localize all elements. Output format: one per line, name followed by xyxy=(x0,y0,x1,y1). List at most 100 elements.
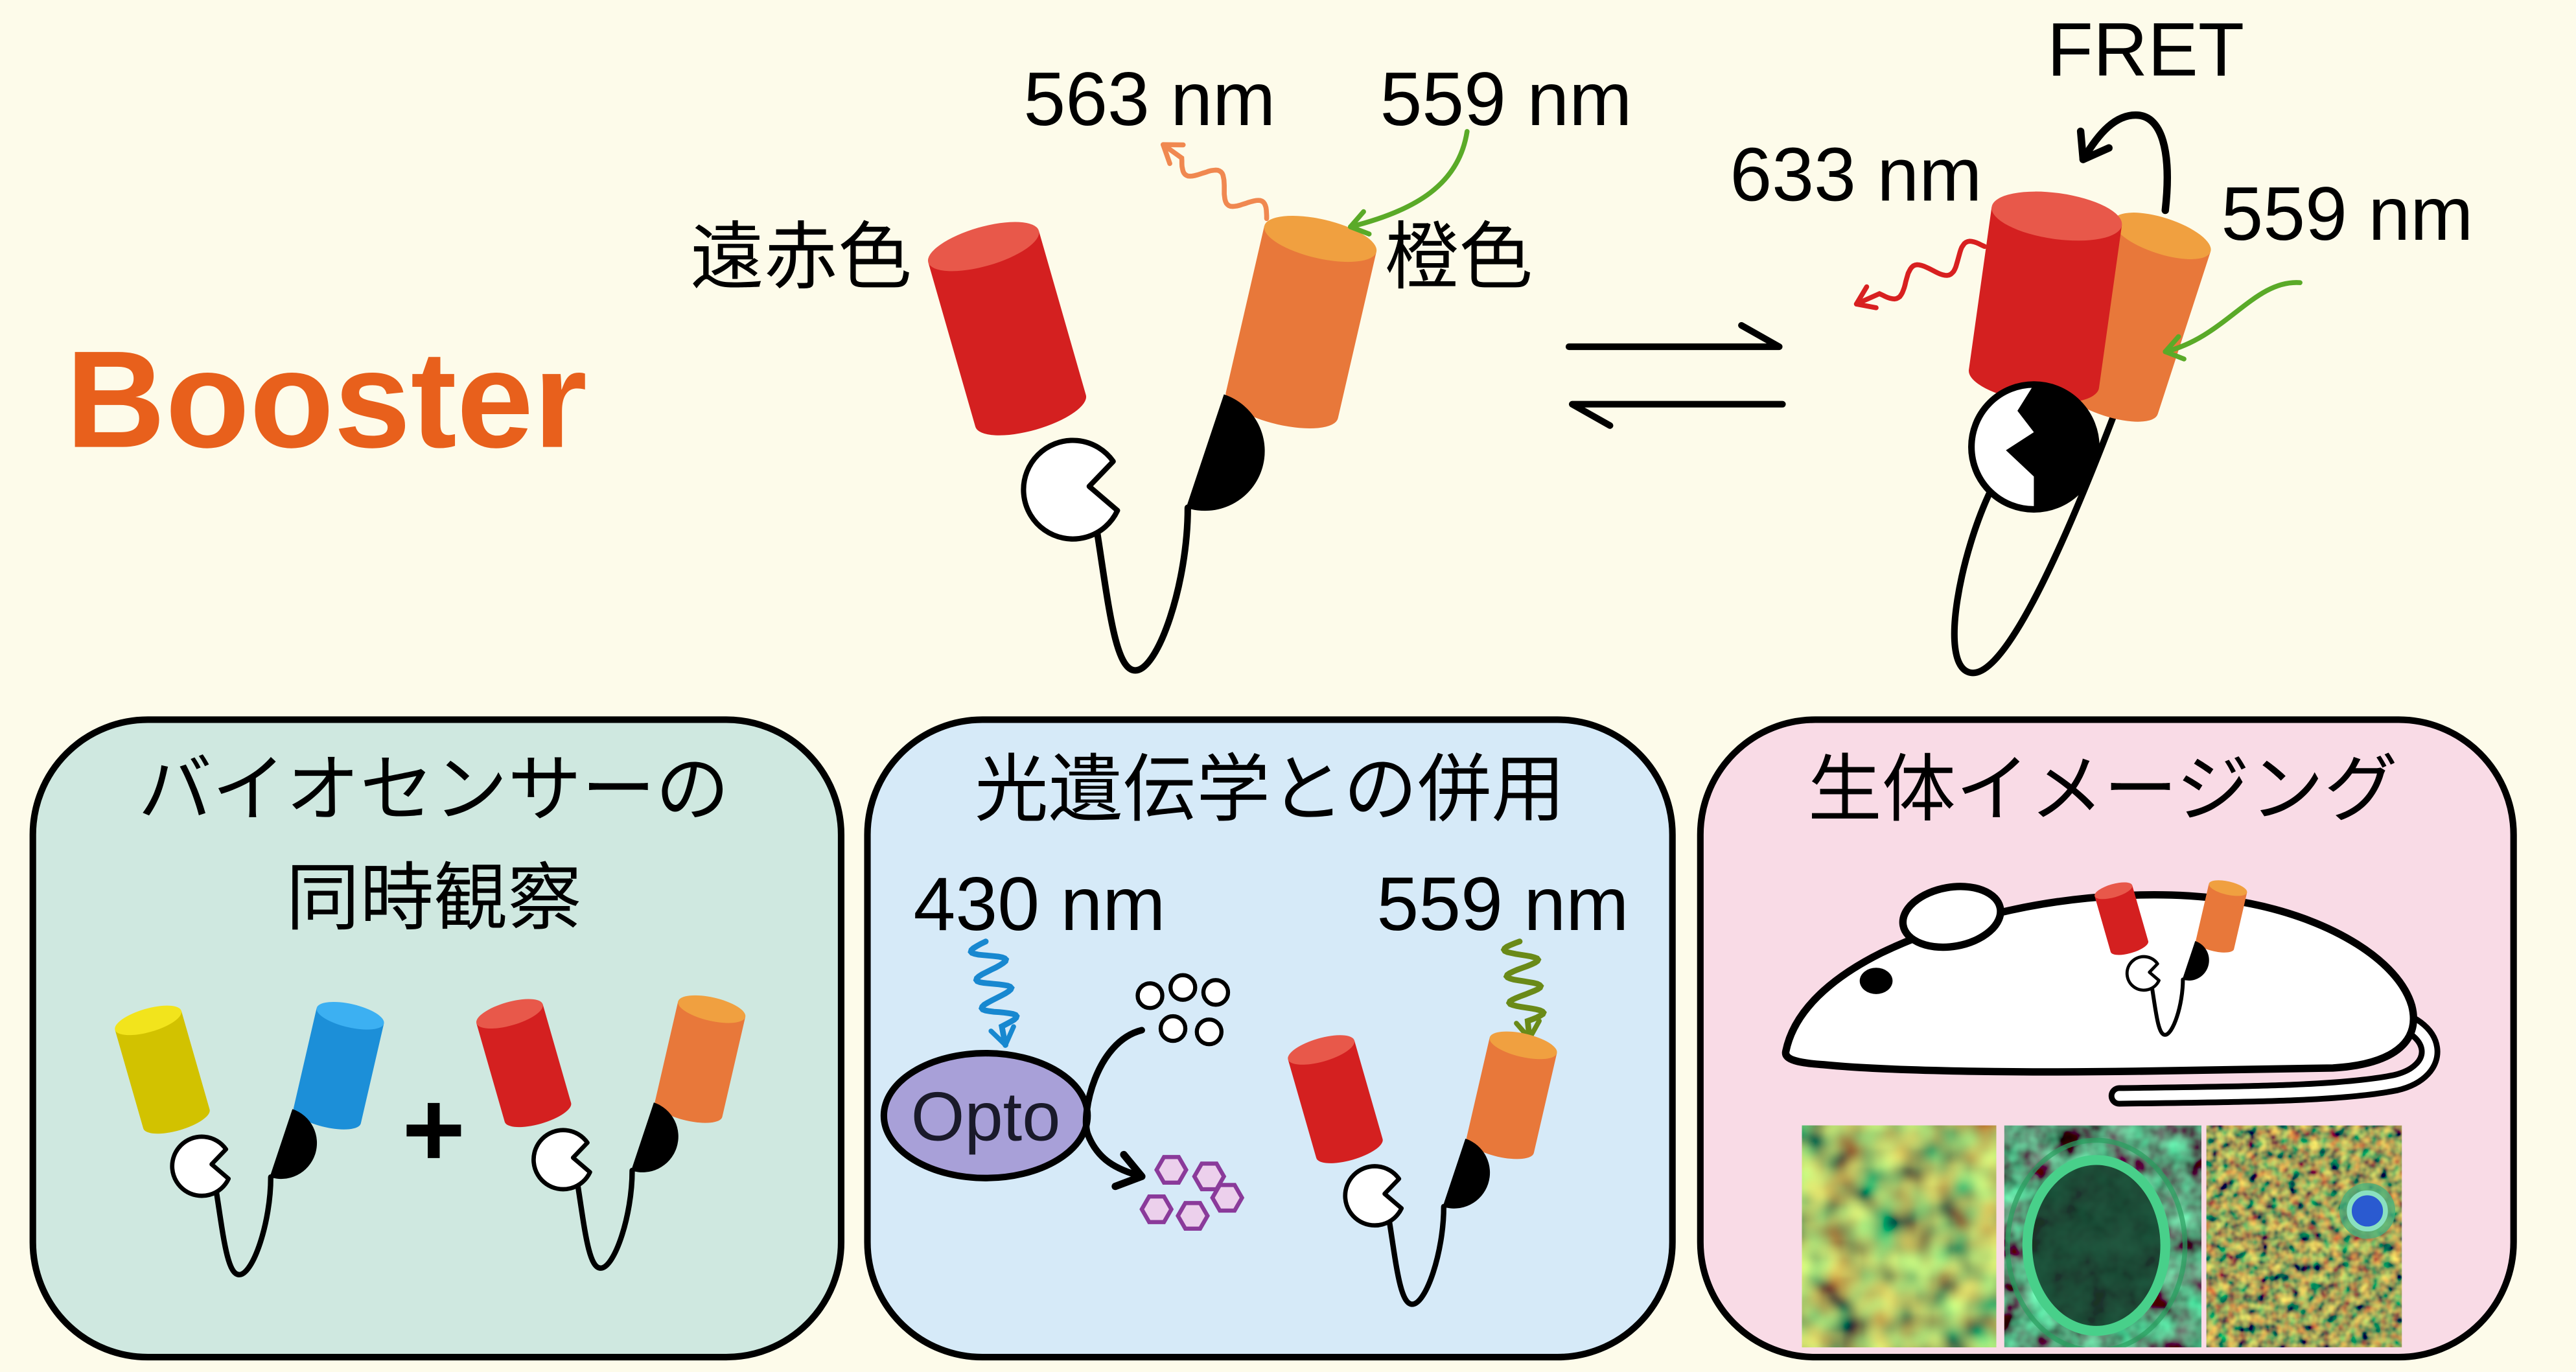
product-hexagon xyxy=(1139,1194,1174,1224)
black-binding-domain xyxy=(2006,384,2096,509)
green-excitation-arrow xyxy=(2163,280,2303,362)
tissue-lumen xyxy=(2030,1163,2163,1328)
left-fluorophore xyxy=(476,999,572,1128)
cylinder-top xyxy=(1991,191,2122,241)
cylinder-body xyxy=(115,1010,210,1134)
linker-loop xyxy=(1386,1203,1447,1307)
olive-light-arrow xyxy=(1500,938,1547,1041)
yellow-blue-sensor xyxy=(115,1001,384,1278)
linker-loop xyxy=(213,1174,273,1278)
product-molecules xyxy=(1139,1155,1245,1231)
black-binding-domain xyxy=(631,1102,679,1172)
black-binding-domain xyxy=(270,1109,318,1180)
white-binding-domain xyxy=(531,1128,592,1192)
blue-cell xyxy=(2347,1190,2388,1232)
cylinder-top xyxy=(2113,213,2211,259)
white-binding-domain xyxy=(170,1134,231,1198)
fret-arrow xyxy=(2076,111,2171,215)
cylinder-body xyxy=(476,1004,572,1128)
right-fluorophore xyxy=(293,1001,384,1130)
red-orange-sensor xyxy=(476,995,746,1271)
tissue-ring xyxy=(2022,1155,2170,1336)
substrate-circle xyxy=(1158,1014,1188,1043)
cylinder-top xyxy=(678,995,746,1023)
linker-loop xyxy=(1951,399,2122,677)
product-hexagon xyxy=(1210,1183,1245,1213)
excitation-wavelength-label: 559 nm xyxy=(2221,171,2473,256)
cylinder-body xyxy=(655,1001,746,1123)
cylinder-body xyxy=(2196,883,2247,953)
cylinder-body xyxy=(928,230,1087,436)
cylinder-top xyxy=(2209,880,2247,896)
panel-title: 生体イメージング xyxy=(1808,747,2398,833)
linker-loop xyxy=(2150,977,2185,1037)
far-red-fluorophore xyxy=(1969,191,2122,404)
linker-loop xyxy=(575,1167,635,1271)
substrate-circle xyxy=(1194,1017,1224,1047)
blue-light-arrow xyxy=(968,938,1020,1048)
green-excitation-arrow xyxy=(1348,129,1470,237)
excitation-wavelength-label: 559 nm xyxy=(1376,861,1629,946)
mouse-tail xyxy=(2114,1010,2435,1101)
cylinder-top xyxy=(2094,882,2133,900)
cylinder-top xyxy=(1288,1035,1355,1065)
fret-label: FRET xyxy=(2047,7,2244,92)
panel-title: 光遺伝学との併用 xyxy=(975,747,1565,833)
panel-background xyxy=(29,716,845,1361)
cylinder-body xyxy=(2094,885,2149,955)
fret-state: FRET 633 nm 559 nm xyxy=(1730,7,2473,677)
cylinder-top xyxy=(1489,1031,1557,1060)
orange-emission-arrow xyxy=(1161,142,1270,222)
conversion-arrow xyxy=(1082,1027,1146,1191)
mouse-illustration xyxy=(1781,880,2441,1107)
reverse-arrow xyxy=(1568,401,1786,429)
white-binding-domain xyxy=(2125,955,2161,992)
substrate-circle xyxy=(1168,973,1198,1002)
panel-title-line-1: バイオセンサーの xyxy=(138,747,730,833)
cylinder-top xyxy=(316,1001,384,1030)
panel-title-line-2: 同時観察 xyxy=(286,855,581,941)
substrate-molecules xyxy=(1135,973,1231,1047)
product-hexagon xyxy=(1154,1155,1189,1185)
mouse-ear xyxy=(1899,883,2004,951)
black-binding-domain xyxy=(2182,940,2209,981)
blue-light-label: 430 nm xyxy=(914,861,1166,946)
equilibrium-arrows xyxy=(1565,321,1786,429)
black-binding-domain xyxy=(1443,1138,1491,1209)
biosensor-panel: バイオセンサーの 同時観察 + xyxy=(29,716,845,1361)
microscopy-images xyxy=(1802,1125,2402,1347)
substrate-circle xyxy=(1201,978,1231,1007)
booster-title: Booster xyxy=(65,323,587,477)
tissue-texture xyxy=(1802,1125,1997,1347)
far-red-label: 遠赤色 xyxy=(690,214,912,300)
cylinder-body xyxy=(1288,1040,1383,1163)
open-state: 563 nm 559 nm 遠赤色 橙色 xyxy=(690,56,1632,674)
product-hexagon xyxy=(1175,1201,1210,1231)
white-binding-domain xyxy=(1021,437,1120,542)
black-binding-domain xyxy=(1186,394,1265,511)
optogenetics-panel: 光遺伝学との併用 430 nm 559 nm Opto xyxy=(864,716,1676,1361)
red-emission-arrow xyxy=(1853,238,1988,310)
linker-loop xyxy=(1094,504,1191,674)
substrate-circle xyxy=(1135,981,1165,1010)
forward-arrow xyxy=(1565,321,1783,351)
cylinder-body xyxy=(1225,226,1376,428)
cylinder-top xyxy=(476,999,543,1029)
mouse-eye xyxy=(1859,968,1893,994)
open-sensor xyxy=(927,216,1377,674)
microscopy-image-2 xyxy=(2004,1125,2202,1347)
plus-sign: + xyxy=(402,1069,465,1190)
mouse-sensor xyxy=(2094,880,2247,1037)
microscopy-image-1 xyxy=(1802,1125,1997,1347)
orange-label: 橙色 xyxy=(1385,214,1533,300)
cylinder-top xyxy=(115,1005,182,1036)
excitation-wavelength-label: 559 nm xyxy=(1380,56,1632,141)
cylinder-body xyxy=(1466,1037,1557,1159)
tissue-ring-outer xyxy=(2005,1137,2188,1347)
left-fluorophore xyxy=(2094,882,2149,955)
cylinder-body xyxy=(293,1008,384,1130)
red-orange-sensor xyxy=(1288,1031,1557,1307)
microscopy-image-3 xyxy=(2206,1125,2402,1347)
left-fluorophore xyxy=(927,222,1087,436)
